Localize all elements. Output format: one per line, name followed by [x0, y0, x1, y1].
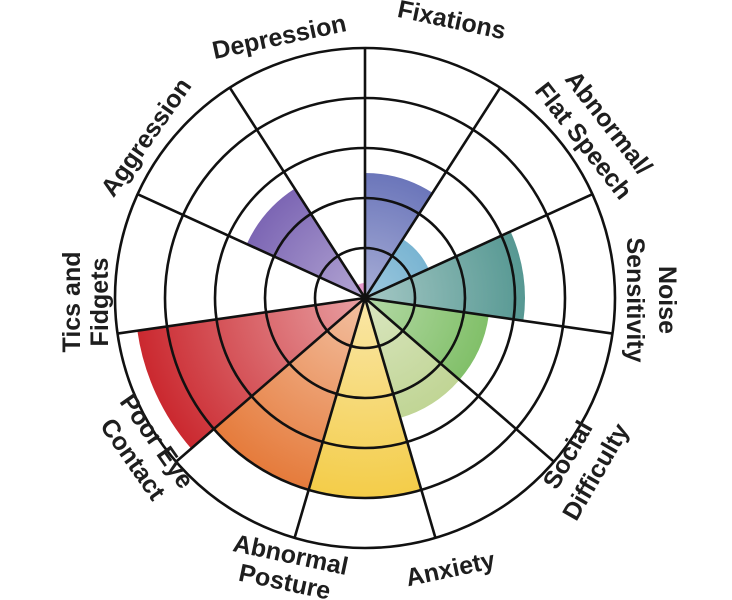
label-noise-sensitivity-2: Sensitivity	[621, 237, 649, 362]
label-depression: Depression	[210, 9, 349, 65]
label-fixations: Fixations	[395, 0, 508, 45]
grid-layer	[113, 46, 617, 550]
wedge-1	[365, 239, 429, 298]
grid-spoke-3	[364, 296, 613, 335]
wedge-3	[365, 298, 489, 380]
label-anxiety: Anxiety	[403, 546, 497, 592]
grid-spoke-8	[117, 296, 366, 335]
label-noise-sensitivity-1: Noise	[653, 266, 681, 334]
wedge-4	[365, 298, 460, 418]
grid-spoke-5	[363, 297, 437, 539]
grid-spoke-6	[293, 297, 367, 539]
grid-spoke-10	[228, 86, 367, 299]
wedge-0	[365, 173, 433, 298]
label-tics-fidgets-2: Fidgets	[86, 258, 114, 347]
wedge-2	[365, 231, 526, 321]
grid-spoke-4	[364, 297, 555, 463]
grid-spoke-1	[363, 86, 502, 299]
grid-spoke-2	[364, 192, 593, 300]
wedge-7	[137, 298, 365, 449]
label-aggression: Aggression	[96, 73, 198, 202]
grid-spoke-9	[137, 192, 366, 300]
grid-spoke-7	[175, 297, 366, 463]
wedge-6	[213, 298, 365, 490]
label-tics-fidgets-1: Tics and	[58, 252, 86, 353]
wedge-9	[246, 188, 365, 298]
